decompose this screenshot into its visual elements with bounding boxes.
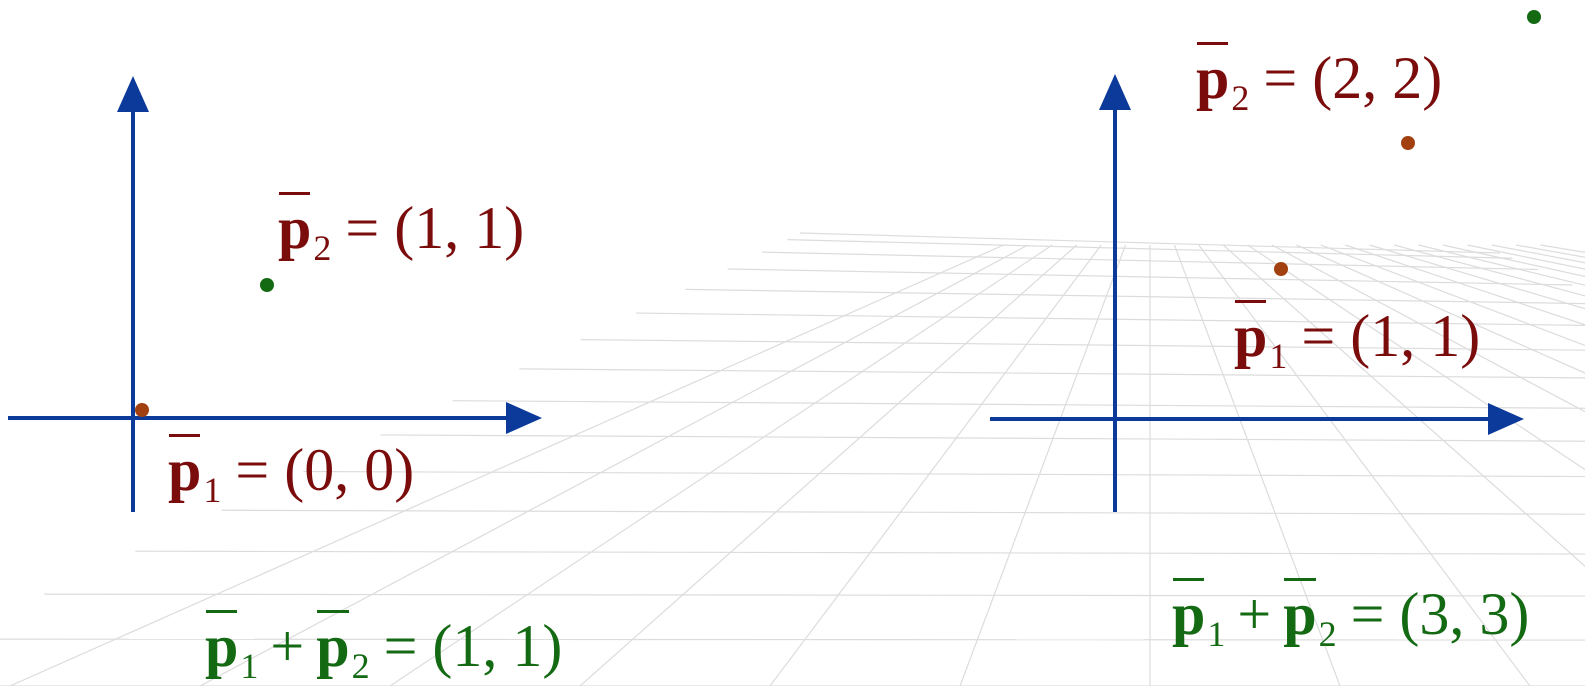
- subscript: 1: [240, 646, 259, 686]
- vector-symbol: p: [168, 434, 202, 503]
- coordinates: = (2, 2): [1263, 45, 1443, 111]
- subscript: 1: [1207, 614, 1226, 654]
- coordinates: = (0, 0): [235, 437, 415, 503]
- grid-line: [1173, 244, 1341, 686]
- grid-line: [303, 470, 1585, 478]
- left-label-sum: p1+p2= (1, 1): [205, 610, 563, 684]
- coordinates: = (1, 1): [1301, 303, 1481, 369]
- vector-symbol: p: [1234, 300, 1268, 369]
- grid-line: [519, 368, 1585, 379]
- grid-line: [1247, 244, 1585, 471]
- subscript: 2: [1318, 614, 1337, 654]
- right-label-p1: p1 = (1, 1): [1234, 300, 1481, 374]
- subscript: 2: [351, 646, 370, 686]
- subscript: 1: [203, 470, 222, 510]
- grid-line: [685, 288, 1585, 305]
- grid-line: [1222, 244, 1585, 567]
- plus-operator: +: [270, 613, 305, 679]
- left-point-p1: [135, 403, 149, 417]
- grid-line: [1296, 244, 1585, 374]
- coordinates: = (1, 1): [345, 195, 525, 261]
- grid-line: [221, 509, 1585, 515]
- coordinates: = (3, 3): [1350, 581, 1530, 647]
- grid-line: [636, 312, 1585, 326]
- grid-line: [389, 244, 1053, 686]
- grid-line: [1198, 244, 1531, 686]
- right-label-sum: p1+p2= (3, 3): [1172, 578, 1530, 652]
- grid-line: [1271, 244, 1585, 413]
- grid-line: [44, 593, 1585, 597]
- right-point-sum: [1527, 10, 1541, 24]
- grid-line: [380, 434, 1585, 442]
- vector-symbol: p: [1196, 42, 1230, 111]
- right-point-p2: [1401, 136, 1415, 150]
- left-label-p1: p1 = (0, 0): [168, 434, 415, 508]
- left-point-p2: [260, 278, 274, 292]
- grid-line: [762, 251, 1538, 271]
- left-label-p2: p2 = (1, 1): [278, 192, 525, 266]
- subscript: 2: [1231, 78, 1250, 118]
- grid-line: [799, 232, 1501, 254]
- grid-line: [135, 550, 1585, 555]
- vector-symbol: p: [316, 610, 350, 679]
- grid-line: [1320, 244, 1585, 347]
- vector-symbol: p: [1172, 578, 1206, 647]
- right-label-p2: p2 = (2, 2): [1196, 42, 1443, 116]
- grid-line: [580, 338, 1585, 351]
- left-axes: [8, 76, 542, 512]
- subscript: 2: [313, 228, 332, 268]
- grid-line: [452, 400, 1585, 409]
- grid-line: [9, 244, 1004, 686]
- grid-line: [579, 244, 1078, 686]
- plus-operator: +: [1237, 581, 1272, 647]
- right-axes: [990, 74, 1524, 512]
- grid-line: [1345, 244, 1585, 326]
- vector-symbol: p: [205, 610, 239, 679]
- vector-symbol: p: [278, 192, 312, 261]
- grid-line: [787, 238, 1513, 259]
- grid-line: [727, 268, 1573, 286]
- right-point-p1: [1274, 262, 1288, 276]
- grid-line: [0, 638, 1585, 641]
- subscript: 1: [1269, 336, 1288, 376]
- vector-symbol: p: [1283, 578, 1317, 647]
- coordinates: = (1, 1): [383, 613, 563, 679]
